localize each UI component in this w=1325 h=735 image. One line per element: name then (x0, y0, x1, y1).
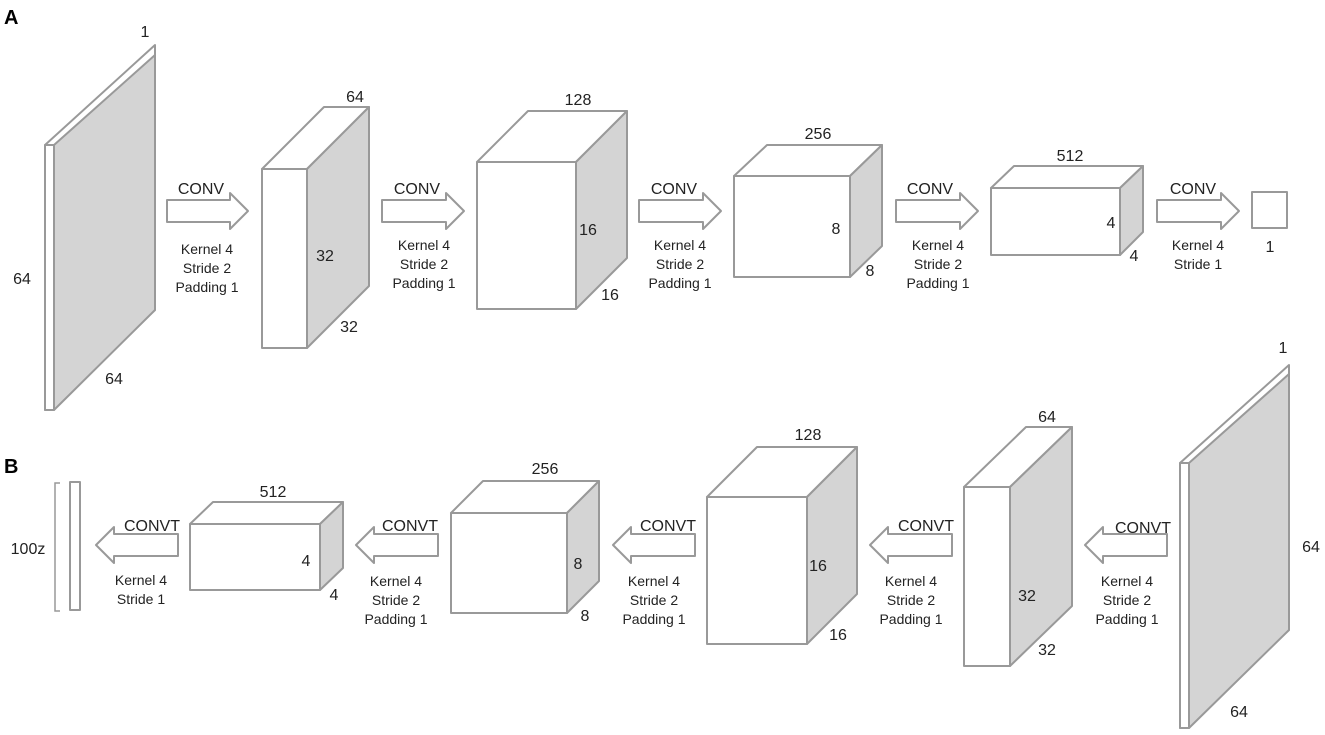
block-width: 4 (330, 587, 339, 604)
encoder-conv-arrow: CONV Kernel 4 Stride 2 Padding 1 (638, 181, 722, 291)
op-param: Stride 2 (887, 592, 935, 608)
op-param: Padding 1 (648, 275, 711, 291)
op-param: Kernel 4 (912, 237, 964, 253)
op-param: Kernel 4 (115, 572, 167, 588)
op-name: CONV (907, 181, 954, 198)
decoder-convt-arrow: CONVT Kernel 4 Stride 1 (95, 518, 180, 607)
op-param: Stride 2 (372, 592, 420, 608)
op-param: Stride 2 (630, 592, 678, 608)
op-param: Stride 2 (183, 260, 231, 276)
decoder-convt-arrow: CONVT Kernel 4 Stride 2 Padding 1 (612, 518, 696, 627)
output-width: 64 (1230, 704, 1248, 721)
block-height: 16 (809, 558, 827, 575)
encoder-input-block: 1 64 64 (13, 24, 156, 411)
op-param: Padding 1 (1095, 611, 1158, 627)
op-param: Stride 2 (1103, 592, 1151, 608)
block-height: 8 (832, 221, 841, 238)
block-height: 32 (1018, 588, 1036, 605)
op-name: CONVT (1115, 520, 1171, 537)
block-width: 32 (1038, 642, 1056, 659)
op-param: Kernel 4 (398, 237, 450, 253)
block-depth: 128 (565, 92, 592, 109)
block-depth: 256 (805, 126, 832, 143)
op-param: Stride 2 (400, 256, 448, 272)
latent-label: 100z (11, 541, 46, 558)
encoder-block-512: 512 4 4 (990, 148, 1144, 265)
encoder-conv-arrow: CONV Kernel 4 Stride 2 Padding 1 (895, 181, 979, 291)
op-name: CONVT (640, 518, 696, 535)
op-param: Padding 1 (364, 611, 427, 627)
op-param: Kernel 4 (628, 573, 680, 589)
op-param: Stride 1 (1174, 256, 1222, 272)
encoder-conv-arrow: CONV Kernel 4 Stride 2 Padding 1 (381, 181, 465, 291)
decoder-block-256: 256 8 8 (450, 461, 600, 625)
op-name: CONV (1170, 181, 1217, 198)
decoder-convt-arrow: CONVT Kernel 4 Stride 2 Padding 1 (869, 518, 954, 627)
op-name: CONVT (898, 518, 954, 535)
encoder-block-128: 128 16 16 (476, 92, 628, 310)
block-height: 4 (302, 553, 311, 570)
block-height: 4 (1107, 215, 1116, 232)
decoder-convt-arrow: CONVT Kernel 4 Stride 2 Padding 1 (355, 518, 439, 627)
op-param: Padding 1 (879, 611, 942, 627)
decoder-block-512: 512 4 4 (189, 484, 344, 604)
block-depth: 256 (532, 461, 559, 478)
encoder-block-64: 64 32 32 (261, 89, 370, 349)
block-depth: 128 (795, 427, 822, 444)
encoder-input-depth: 1 (141, 24, 150, 41)
block-height: 16 (579, 222, 597, 239)
op-param: Padding 1 (622, 611, 685, 627)
decoder-block-64: 64 32 32 (963, 409, 1073, 667)
block-width: 4 (1130, 248, 1139, 265)
output-size: 1 (1266, 239, 1275, 256)
output-depth: 1 (1279, 340, 1288, 357)
block-depth: 512 (260, 484, 287, 501)
block-width: 16 (829, 627, 847, 644)
encoder-input-height: 64 (13, 271, 31, 288)
decoder-convt-arrow: CONVT Kernel 4 Stride 2 Padding 1 (1084, 520, 1171, 627)
op-name: CONV (178, 181, 225, 198)
block-width: 16 (601, 287, 619, 304)
encoder-output-block: 1 (1251, 191, 1288, 256)
op-name: CONVT (382, 518, 438, 535)
op-param: Kernel 4 (885, 573, 937, 589)
op-param: Padding 1 (175, 279, 238, 295)
block-depth: 64 (1038, 409, 1056, 426)
panel-label-a: A (4, 7, 18, 29)
op-param: Padding 1 (392, 275, 455, 291)
op-name: CONV (651, 181, 698, 198)
op-param: Stride 2 (656, 256, 704, 272)
op-param: Stride 1 (117, 591, 165, 607)
op-param: Kernel 4 (370, 573, 422, 589)
encoder-block-256: 256 8 8 (733, 126, 883, 280)
op-param: Kernel 4 (654, 237, 706, 253)
block-depth: 512 (1057, 148, 1084, 165)
op-name: CONVT (124, 518, 180, 535)
block-width: 8 (581, 608, 590, 625)
op-param: Kernel 4 (181, 241, 233, 257)
op-param: Stride 2 (914, 256, 962, 272)
decoder-block-128: 128 16 16 (706, 427, 858, 645)
op-param: Padding 1 (906, 275, 969, 291)
op-name: CONV (394, 181, 441, 198)
decoder-latent-input: 100z (11, 481, 81, 612)
block-width: 32 (340, 319, 358, 336)
panel-label-b: B (4, 456, 18, 478)
output-height: 64 (1302, 539, 1320, 556)
decoder-output-block: 1 64 64 (1179, 340, 1320, 729)
block-height: 8 (574, 556, 583, 573)
block-depth: 64 (346, 89, 364, 106)
block-height: 32 (316, 248, 334, 265)
op-param: Kernel 4 (1101, 573, 1153, 589)
block-width: 8 (866, 263, 875, 280)
encoder-conv-arrow: CONV Kernel 4 Stride 2 Padding 1 (166, 181, 249, 295)
encoder-input-width: 64 (105, 371, 123, 388)
op-param: Kernel 4 (1172, 237, 1224, 253)
encoder-conv-arrow: CONV Kernel 4 Stride 1 (1156, 181, 1240, 272)
